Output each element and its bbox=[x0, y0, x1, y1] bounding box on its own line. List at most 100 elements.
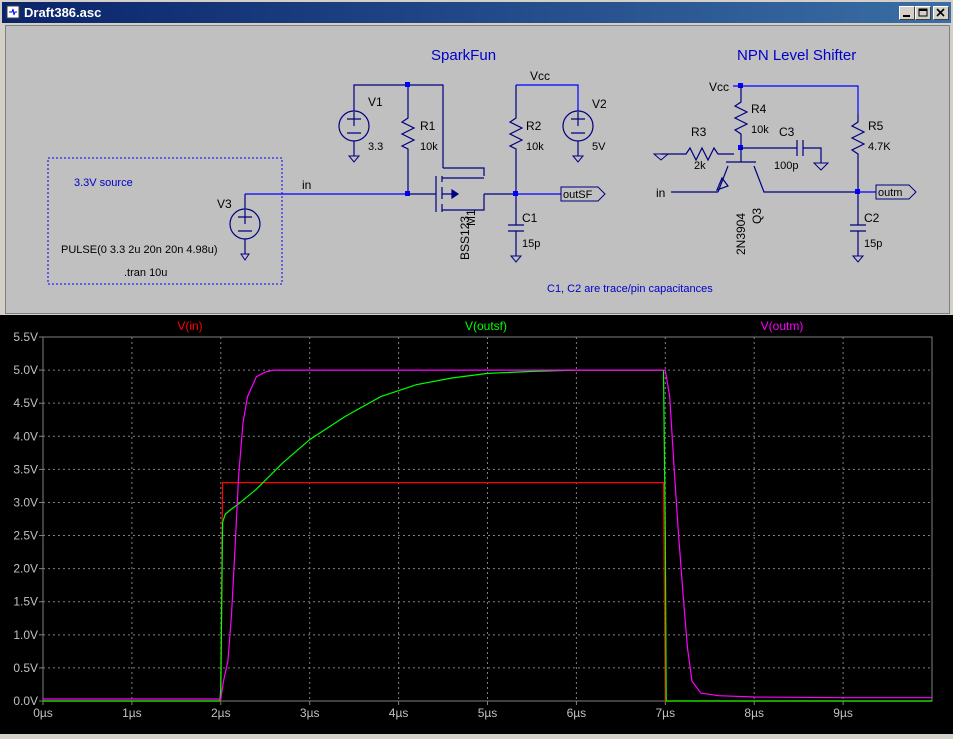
m1-name: M1 bbox=[464, 209, 478, 226]
minimize-icon bbox=[903, 15, 910, 17]
plot-series[interactable] bbox=[43, 369, 932, 702]
y-tick-label: 5.5V bbox=[13, 330, 38, 344]
net-label-in-2: in bbox=[656, 186, 665, 200]
legend-entry[interactable]: V(outm) bbox=[761, 319, 804, 333]
r4-resistor[interactable] bbox=[733, 86, 749, 148]
q3-name: Q3 bbox=[750, 208, 764, 224]
source-box-label: 3.3V source bbox=[74, 177, 133, 189]
m1-model: BSS123 bbox=[458, 216, 472, 260]
close-icon bbox=[936, 8, 945, 17]
ground-icon bbox=[347, 155, 361, 163]
x-tick-label: 0µs bbox=[33, 706, 53, 720]
port-outm[interactable] bbox=[875, 184, 917, 200]
m1-mosfet[interactable] bbox=[408, 167, 516, 212]
r1-value: 10k bbox=[420, 141, 438, 153]
legend-entry[interactable]: V(in) bbox=[177, 319, 202, 333]
tran-directive[interactable]: .tran 10u bbox=[124, 267, 167, 279]
x-tick-label: 2µs bbox=[211, 706, 231, 720]
plot-grid bbox=[42, 336, 933, 702]
q3-model: 2N3904 bbox=[734, 213, 748, 255]
x-tick-label: 6µs bbox=[567, 706, 587, 720]
schematic-file-icon bbox=[6, 5, 20, 19]
v3-name: V3 bbox=[217, 197, 232, 211]
y-tick-label: 1.0V bbox=[13, 628, 38, 642]
vcc-label-2: Vcc bbox=[709, 80, 729, 94]
port-outsf[interactable] bbox=[560, 186, 606, 202]
x-tick-label: 4µs bbox=[389, 706, 409, 720]
minimize-button[interactable] bbox=[899, 6, 915, 20]
r4-name: R4 bbox=[751, 102, 767, 116]
ground-icon bbox=[812, 162, 830, 171]
legend-entry[interactable]: V(outsf) bbox=[465, 319, 507, 333]
v2-name: V2 bbox=[592, 97, 607, 111]
r3-name: R3 bbox=[691, 125, 707, 139]
c2-name: C2 bbox=[864, 211, 880, 225]
maximize-icon bbox=[918, 8, 928, 17]
port-outm-label: outm bbox=[878, 187, 902, 199]
y-tick-label: 4.0V bbox=[13, 429, 38, 443]
plot-legend[interactable]: V(in) V(outsf) V(outm) bbox=[177, 319, 803, 333]
c3-name: C3 bbox=[779, 125, 795, 139]
port-outsf-label: outSF bbox=[563, 189, 593, 201]
x-tick-label: 7µs bbox=[656, 706, 676, 720]
wire-vcc bbox=[516, 84, 579, 111]
ground-icon bbox=[851, 255, 865, 263]
junction-dot bbox=[738, 145, 743, 150]
schematic-canvas[interactable]: SparkFun NPN Level Shifter 3.3V source P… bbox=[6, 26, 949, 313]
v2-value: 5V bbox=[592, 141, 606, 153]
y-tick-label: 5.0V bbox=[13, 363, 38, 377]
window-title: Draft386.asc bbox=[24, 5, 102, 20]
y-tick-label: 2.0V bbox=[13, 562, 38, 576]
r4-value: 10k bbox=[751, 124, 769, 136]
junction-dot bbox=[405, 82, 410, 87]
v1-value: 3.3 bbox=[368, 141, 383, 153]
r3-value: 2k bbox=[694, 160, 706, 172]
title-sparkfun: SparkFun bbox=[431, 47, 496, 64]
v2-source[interactable] bbox=[562, 110, 594, 156]
series-line-voutm[interactable] bbox=[43, 369, 932, 700]
r1-name: R1 bbox=[420, 119, 436, 133]
c3-value: 100p bbox=[774, 160, 798, 172]
ground-icon bbox=[240, 253, 250, 261]
c2-value: 15p bbox=[864, 238, 882, 250]
net-label-in: in bbox=[302, 178, 311, 192]
r2-name: R2 bbox=[526, 119, 542, 133]
c1-capacitor[interactable] bbox=[508, 194, 524, 256]
c1-value: 15p bbox=[522, 238, 540, 250]
x-tick-label: 9µs bbox=[833, 706, 853, 720]
y-tick-label: 0.5V bbox=[13, 661, 38, 675]
ground-icon bbox=[571, 155, 585, 163]
r5-resistor[interactable] bbox=[850, 114, 866, 192]
q3-transistor[interactable] bbox=[671, 148, 858, 193]
ground-icon bbox=[509, 255, 523, 263]
source-box[interactable] bbox=[47, 157, 283, 285]
r1-resistor[interactable] bbox=[400, 84, 444, 194]
c2-capacitor[interactable] bbox=[850, 192, 866, 256]
v3-source[interactable] bbox=[229, 194, 261, 254]
junction-dot bbox=[855, 189, 860, 194]
vcc-label-1: Vcc bbox=[530, 69, 550, 83]
y-tick-label: 4.5V bbox=[13, 396, 38, 410]
x-tick-label: 1µs bbox=[122, 706, 142, 720]
title-bar[interactable]: Draft386.asc bbox=[2, 2, 951, 23]
y-tick-label: 2.5V bbox=[13, 529, 38, 543]
pulse-directive[interactable]: PULSE(0 3.3 2u 20n 20n 4.98u) bbox=[61, 244, 218, 256]
y-tick-label: 3.0V bbox=[13, 495, 38, 509]
r2-resistor[interactable] bbox=[508, 85, 524, 194]
maximize-button[interactable] bbox=[915, 6, 931, 20]
close-button[interactable] bbox=[933, 6, 949, 20]
schematic-pane[interactable]: SparkFun NPN Level Shifter 3.3V source P… bbox=[5, 25, 950, 314]
c1-name: C1 bbox=[522, 211, 538, 225]
y-tick-label: 0.0V bbox=[13, 694, 38, 708]
x-tick-label: 8µs bbox=[744, 706, 764, 720]
r3-resistor[interactable] bbox=[661, 146, 734, 162]
title-npn-level-shifter: NPN Level Shifter bbox=[737, 47, 856, 64]
capacitance-note: C1, C2 are trace/pin capacitances bbox=[547, 283, 713, 295]
ground-icon bbox=[652, 153, 670, 161]
c3-capacitor[interactable] bbox=[741, 140, 822, 163]
v1-source[interactable] bbox=[338, 84, 408, 156]
